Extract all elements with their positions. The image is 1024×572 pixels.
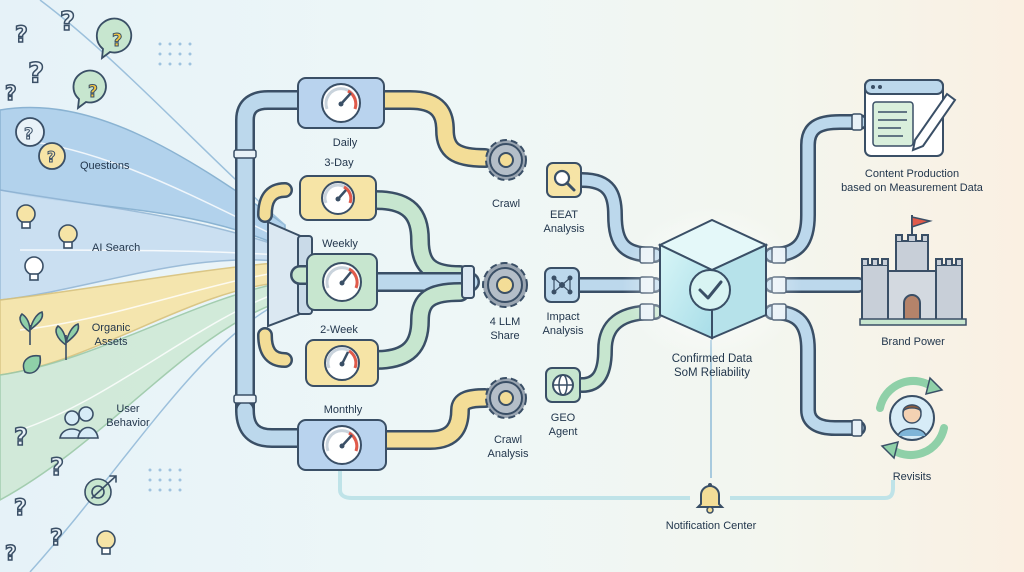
globe-icon bbox=[545, 367, 581, 403]
label-weekly: Weekly bbox=[322, 238, 358, 250]
document-pen-icon bbox=[864, 79, 957, 157]
label-monthly: Monthly bbox=[323, 404, 363, 416]
svg-text:?: ? bbox=[14, 496, 27, 521]
svg-text:?: ? bbox=[5, 541, 17, 565]
label-three-day: 3-Day bbox=[324, 157, 354, 169]
label-notification-center: Notification Center bbox=[665, 520, 757, 532]
check-icon bbox=[698, 280, 723, 300]
label-questions: Questions bbox=[80, 160, 130, 172]
svg-text:?: ? bbox=[24, 124, 33, 143]
gauge-two-week bbox=[305, 339, 379, 387]
svg-text:?: ? bbox=[50, 453, 64, 481]
svg-text:?: ? bbox=[50, 526, 63, 551]
label-two-week: 2-Week bbox=[320, 324, 358, 336]
confirmed-data-cube bbox=[622, 205, 802, 365]
question-icons: ? ? ? ? ? ? ? ? ? bbox=[4, 6, 76, 566]
svg-text:?: ? bbox=[88, 82, 98, 102]
target-arrow-icon bbox=[84, 475, 117, 506]
castle-icon bbox=[859, 215, 967, 326]
lightbulb-icons bbox=[16, 204, 116, 555]
label-ai-search: AI Search bbox=[92, 242, 141, 254]
pipes-middle bbox=[365, 90, 495, 450]
gear-icon bbox=[485, 377, 527, 419]
svg-text:?: ? bbox=[5, 81, 17, 105]
network-icon bbox=[544, 267, 580, 303]
gauge-three-day bbox=[299, 175, 377, 221]
label-daily: Daily bbox=[332, 137, 358, 149]
label-crawl: Crawl bbox=[491, 198, 521, 210]
input-bands bbox=[0, 0, 286, 572]
plant-icons bbox=[19, 310, 80, 374]
bell-icon bbox=[695, 483, 725, 514]
speech-question-icon: ? ? ? ? bbox=[15, 17, 133, 170]
manifold-left bbox=[233, 90, 322, 448]
label-brand-power: Brand Power bbox=[881, 336, 945, 348]
svg-text:?: ? bbox=[15, 23, 28, 48]
svg-text:?: ? bbox=[28, 56, 44, 89]
gauge-daily bbox=[297, 77, 385, 129]
user-group-icon bbox=[59, 406, 99, 439]
magnifier-icon bbox=[546, 162, 582, 198]
svg-text:?: ? bbox=[14, 423, 28, 451]
gauge-weekly bbox=[306, 253, 378, 311]
gauge-monthly bbox=[297, 419, 387, 471]
gear-icon bbox=[485, 139, 527, 181]
gear-icon bbox=[482, 262, 528, 308]
label-revisits: Revisits bbox=[892, 471, 932, 483]
svg-text:?: ? bbox=[47, 148, 56, 166]
svg-text:?: ? bbox=[112, 30, 122, 51]
svg-text:?: ? bbox=[60, 7, 75, 37]
revisit-avatar-icon bbox=[876, 376, 948, 460]
decorative-dots bbox=[148, 42, 192, 492]
